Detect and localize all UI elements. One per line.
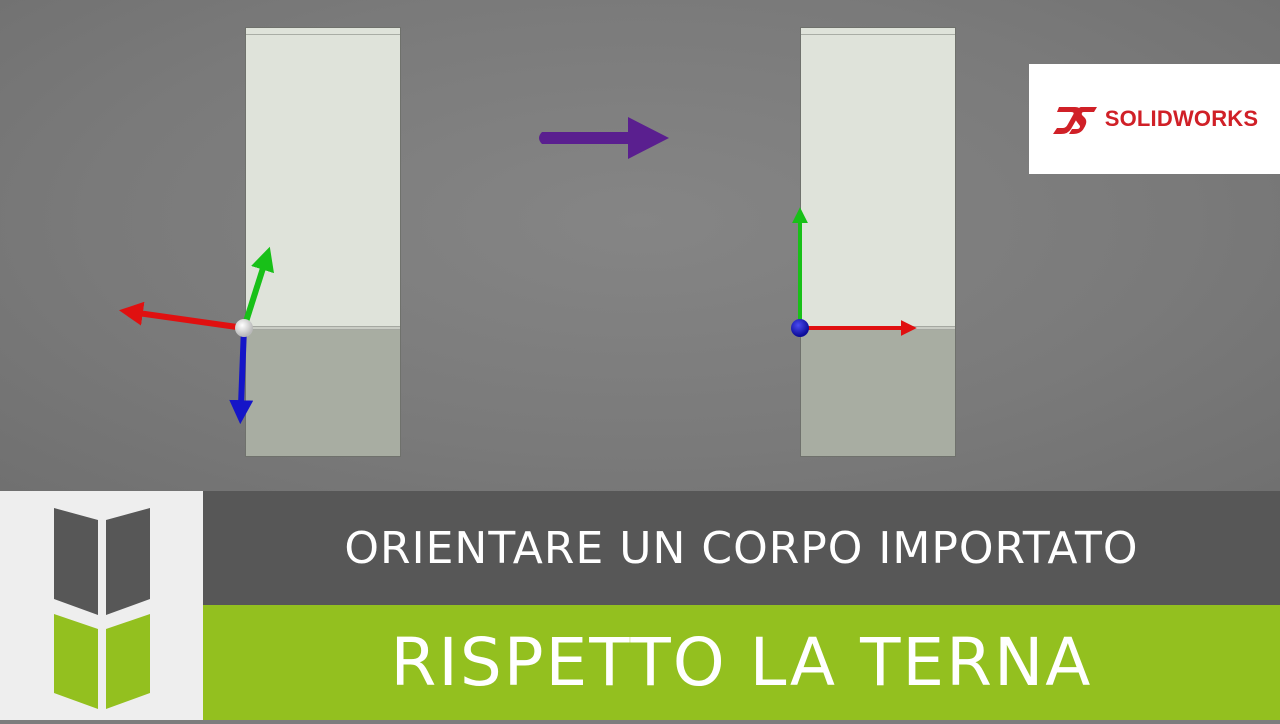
title-banner-bottom: RISPETTO LA TERNA (203, 605, 1280, 720)
ds-logo-icon (1052, 107, 1097, 134)
logo-wordmark: SOLIDWORKS (1104, 106, 1259, 131)
imported-body-after (800, 27, 956, 457)
title-line-1: ORIENTARE UN CORPO IMPORTATO (344, 522, 1139, 574)
title-line-2: RISPETTO LA TERNA (390, 624, 1093, 701)
channel-logo-box (0, 491, 203, 720)
transition-arrow-icon (539, 117, 669, 159)
axis-triad-icon (791, 207, 917, 337)
solidworks-logo: SOLIDWORKS (1029, 64, 1280, 174)
channel-book-icon (54, 508, 150, 709)
axes-overlay (118, 117, 917, 425)
imported-body-before (245, 27, 401, 457)
axis-triad-icon (118, 246, 274, 425)
title-banner-top: ORIENTARE UN CORPO IMPORTATO (203, 491, 1280, 605)
